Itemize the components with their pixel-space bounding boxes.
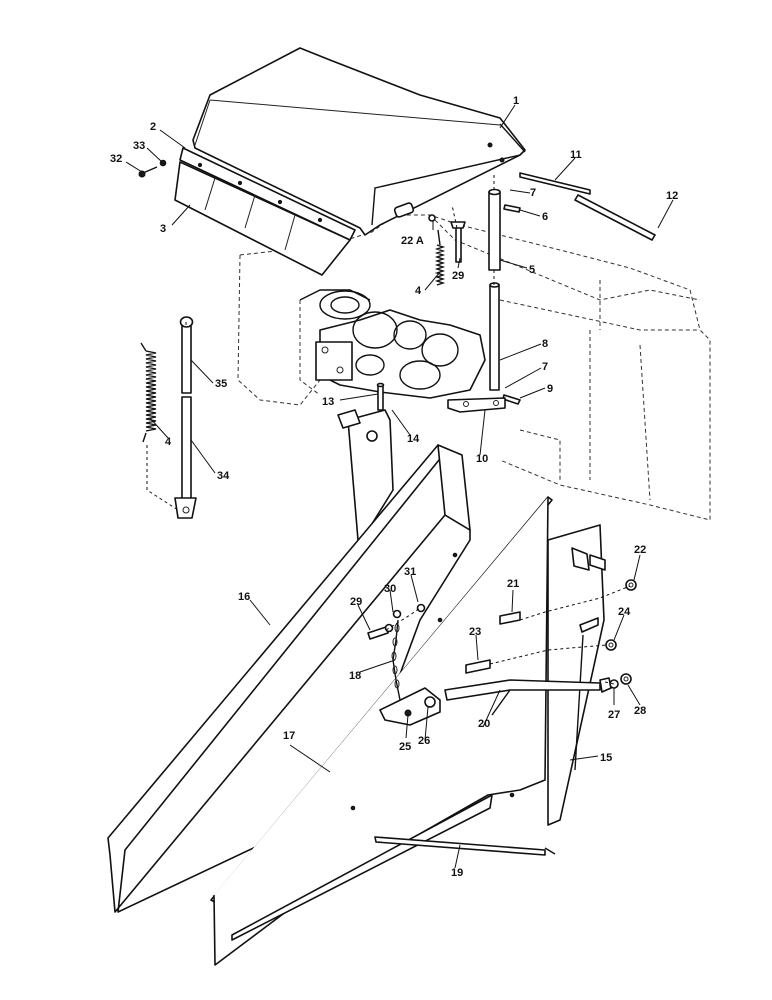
pin-6 xyxy=(503,204,521,213)
callout-26: 26 xyxy=(418,735,430,747)
right-side-plate-15 xyxy=(547,524,606,826)
callout-4-upper: 4 xyxy=(415,285,422,297)
background-machine-outline xyxy=(237,214,711,521)
leader-lines xyxy=(125,104,674,869)
callout-11: 11 xyxy=(570,149,582,161)
callout-32: 32 xyxy=(110,153,122,165)
side-plate-14 xyxy=(337,409,394,541)
callout-3: 3 xyxy=(160,223,166,235)
callout-5: 5 xyxy=(529,264,535,276)
right-divider-17 xyxy=(210,496,553,966)
top-hood xyxy=(192,47,526,236)
callout-7-lower: 7 xyxy=(542,361,548,373)
callout-6: 6 xyxy=(542,211,548,223)
callout-31: 31 xyxy=(404,566,416,578)
callout-35: 35 xyxy=(215,378,227,390)
callout-14: 14 xyxy=(407,433,420,445)
assembly-dash-lines xyxy=(185,175,631,685)
callout-16: 16 xyxy=(238,591,250,603)
callout-7-upper: 7 xyxy=(530,187,536,199)
callout-25: 25 xyxy=(399,741,411,753)
callout-15: 15 xyxy=(600,752,612,764)
bolt-32 xyxy=(138,166,158,178)
nut-31 xyxy=(416,603,426,613)
callout-34: 34 xyxy=(217,470,230,482)
callout-30: 30 xyxy=(384,583,396,595)
callout-27: 27 xyxy=(608,709,620,721)
washer-27 xyxy=(609,679,619,689)
callout-29-lower: 29 xyxy=(350,596,362,608)
post-8 xyxy=(489,282,500,391)
callout-9: 9 xyxy=(547,383,553,395)
callout-18: 18 xyxy=(349,670,361,682)
callout-21: 21 xyxy=(507,578,519,590)
callout-labels: 1 2 3 33 32 11 12 7 6 22 A 29 5 4 8 7 9 … xyxy=(110,95,678,879)
callout-22a: 22 A xyxy=(401,235,424,247)
callout-33: 33 xyxy=(133,140,145,152)
bolt-29-upper xyxy=(450,221,466,263)
callout-8: 8 xyxy=(542,338,548,350)
nut-22a xyxy=(428,214,436,222)
post-5 xyxy=(488,188,501,271)
callout-10: 10 xyxy=(476,453,488,465)
bolt-23 xyxy=(465,659,491,674)
callout-2: 2 xyxy=(150,121,156,133)
bracket-10 xyxy=(447,397,506,413)
chain-bracket-25-26 xyxy=(379,687,441,726)
callout-12: 12 xyxy=(666,190,678,202)
bolt-29-lower xyxy=(367,626,389,640)
callout-20: 20 xyxy=(478,718,490,730)
callout-28: 28 xyxy=(634,705,646,717)
post-34 xyxy=(174,396,197,519)
washers-30 xyxy=(384,609,402,633)
callout-22: 22 xyxy=(634,544,646,556)
callout-29-upper: 29 xyxy=(452,270,464,282)
callout-23: 23 xyxy=(469,626,481,638)
callout-1: 1 xyxy=(513,95,519,107)
nut-24 xyxy=(605,639,617,651)
crank-handle-20 xyxy=(444,677,612,716)
spring-dash-link xyxy=(146,445,179,511)
pin-13 xyxy=(376,382,385,411)
rubber-flap xyxy=(174,147,356,276)
post-35 xyxy=(179,316,194,394)
nut-28 xyxy=(620,673,632,685)
gearbox-assembly xyxy=(299,289,486,399)
rod-11 xyxy=(519,172,591,195)
callout-19: 19 xyxy=(451,867,463,879)
rod-12 xyxy=(574,194,656,241)
callout-4-left: 4 xyxy=(165,436,172,448)
callout-17: 17 xyxy=(283,730,295,742)
nut-22 xyxy=(625,579,637,591)
spring-4-upper xyxy=(434,229,446,286)
chain-18 xyxy=(391,619,401,701)
spring-4-left xyxy=(140,342,157,443)
callout-13: 13 xyxy=(322,396,334,408)
callout-24: 24 xyxy=(618,606,631,618)
